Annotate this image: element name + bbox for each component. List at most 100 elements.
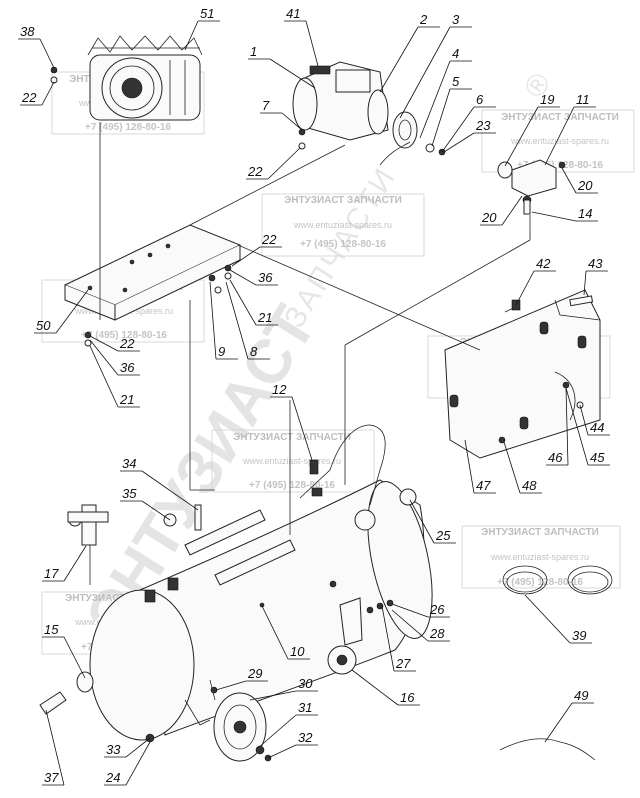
callout-number: 4 <box>452 46 459 61</box>
callout-number: 6 <box>476 92 484 107</box>
callout-leader <box>89 339 119 376</box>
callout-30: 30 <box>249 676 318 701</box>
callout-11: 11 <box>544 92 596 166</box>
callout-number: 3 <box>452 12 460 27</box>
callout-number: 28 <box>429 626 445 641</box>
stamp-title: ЭНТУЗИАСТ ЗАПЧАСТИ <box>284 195 402 206</box>
callout-19: 19 <box>504 92 560 167</box>
callout-leader <box>441 106 475 153</box>
callout-leader <box>261 605 289 660</box>
callout-number: 49 <box>574 688 588 703</box>
caster-wheel <box>327 597 394 675</box>
callout-leader <box>409 499 435 544</box>
callout-leader <box>229 269 257 286</box>
callout-number: 23 <box>475 118 491 133</box>
callout-leader <box>579 404 589 436</box>
callout-32: 32 <box>267 730 318 759</box>
callout-leader <box>351 669 399 706</box>
callout-46: 46 <box>546 387 569 466</box>
callout-4: 4 <box>419 46 472 139</box>
callout-3: 3 <box>399 12 472 119</box>
callout-25: 25 <box>409 499 456 544</box>
callout-50: 50 <box>34 289 89 334</box>
callout-number: 31 <box>298 700 312 715</box>
callout-20: 20 <box>480 195 523 226</box>
callout-leader <box>231 246 261 267</box>
callout-leader <box>249 690 297 701</box>
callout-34: 34 <box>120 456 199 511</box>
stamp-phone: +7 (495) 128-80-16 <box>497 577 583 588</box>
stamp-url: www.entuziast-spares.ru <box>490 552 589 562</box>
stamp-2: ЭНТУЗИАСТ ЗАПЧАСТИ www.entuziast-spares.… <box>261 193 425 257</box>
callout-number: 9 <box>218 344 225 359</box>
callout-leader <box>524 594 571 644</box>
stamp-7: ЭНТУЗИАСТ ЗАПЧАСТИ www.entuziast-spares.… <box>461 525 621 589</box>
callout-2: 2 <box>379 12 440 93</box>
callout-number: 22 <box>119 336 135 351</box>
callout-17: 17 <box>42 545 87 582</box>
callout-26: 26 <box>391 602 450 618</box>
callout-number: 32 <box>298 730 313 745</box>
callout-leader <box>515 270 535 306</box>
callout-number: 44 <box>590 420 604 435</box>
callout-48: 48 <box>503 441 542 494</box>
callout-leader <box>305 20 319 67</box>
callout-10: 10 <box>261 605 310 660</box>
callout-leader <box>141 500 171 521</box>
callout-number: 22 <box>247 164 263 179</box>
stamp-phone: +7 (495) 128-80-16 <box>300 239 386 250</box>
callout-leader <box>399 26 451 119</box>
callout-number: 12 <box>272 382 287 397</box>
motor-pulley <box>379 111 418 166</box>
callout-leader <box>209 281 217 360</box>
callout-leader <box>544 106 575 166</box>
callout-number: 22 <box>21 90 37 105</box>
callout-leader <box>215 680 247 691</box>
callout-31: 31 <box>257 700 318 749</box>
callout-number: 34 <box>122 456 136 471</box>
callout-number: 15 <box>44 622 59 637</box>
callout-leader <box>89 345 119 408</box>
callout-number: 17 <box>44 566 59 581</box>
callout-23: 23 <box>443 118 496 153</box>
callout-leader <box>229 279 257 326</box>
callout-leader <box>504 106 539 167</box>
tank-feet <box>144 459 323 603</box>
callout-1: 1 <box>248 44 316 89</box>
stamp-title: ЭНТУЗИАСТ ЗАПЧАСТИ <box>233 432 351 443</box>
air-tank <box>89 479 433 741</box>
callout-22: 22 <box>20 81 55 106</box>
callout-28: 28 <box>391 609 450 642</box>
callout-51: 51 <box>184 6 220 51</box>
callout-leader <box>125 741 151 786</box>
stamp-title: ЭНТУЗИАСТ ЗАПЧАСТИ <box>481 527 599 538</box>
callout-36: 36 <box>89 339 140 376</box>
callout-5: 5 <box>431 74 472 147</box>
stamp-phone: +7 (495) 128-80-16 <box>81 330 167 341</box>
callout-leader <box>269 58 316 89</box>
callout-12: 12 <box>270 382 313 461</box>
hose-coils <box>502 565 613 595</box>
callout-45: 45 <box>565 387 610 466</box>
callout-leader <box>561 167 577 194</box>
filter-regulator <box>67 504 109 546</box>
callout-number: 19 <box>540 92 554 107</box>
callout-number: 36 <box>120 360 135 375</box>
quick-coupling <box>39 671 94 715</box>
callout-number: 21 <box>119 392 134 407</box>
callout-leader <box>291 396 313 461</box>
callout-number: 33 <box>106 742 121 757</box>
callout-leader <box>503 441 521 494</box>
callout-number: 5 <box>452 74 460 89</box>
electric-motor <box>292 61 389 141</box>
pump-head <box>87 35 203 121</box>
stamp-url: www.entuziast-spares.ru <box>242 456 341 466</box>
callout-leader <box>391 603 429 618</box>
callout-number: 48 <box>522 478 537 493</box>
stamp-title: ЭНТУЗИАСТ ЗАПЧАСТИ <box>501 112 619 123</box>
callout-44: 44 <box>579 404 610 436</box>
mounting-frame <box>63 224 242 321</box>
callout-number: 35 <box>122 486 137 501</box>
callout-leader <box>419 60 451 139</box>
